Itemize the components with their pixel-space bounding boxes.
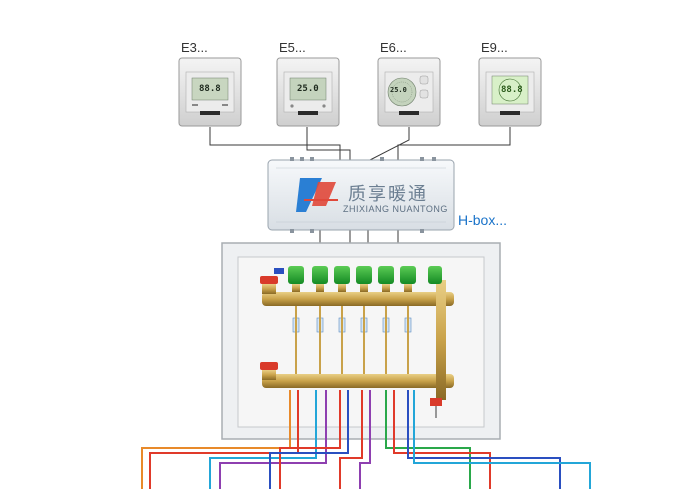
manifold-side-column (436, 280, 446, 400)
lcd-readout-e3: 88.8 (199, 84, 221, 94)
pipe-loop-9 (385, 390, 471, 489)
pipe-loop-5 (279, 390, 341, 489)
actuator-4 (356, 266, 372, 284)
brand-logo-icon (296, 178, 338, 212)
wire-e5 (306, 127, 351, 160)
pipe-loop-4 (219, 390, 327, 489)
actuator-2 (312, 266, 328, 284)
return-ball-valve (260, 362, 278, 380)
thermostat-label-e9: E9... (481, 40, 508, 55)
actuator-5 (378, 266, 394, 284)
actuator-3 (334, 266, 350, 284)
thermostat-label-e5: E5... (279, 40, 306, 55)
lcd-readout-e9: 88.8 (501, 85, 523, 95)
actuator-7 (428, 266, 442, 284)
pipe-loop-2 (149, 390, 299, 489)
control-wires (209, 127, 511, 245)
actuator-1 (288, 266, 304, 284)
wire-e6 (369, 127, 410, 161)
lcd-readout-e5: 25.0 (297, 84, 319, 94)
pipe-loop-8 (359, 390, 371, 489)
thermostat-label-e3: E3... (181, 40, 208, 55)
pipe-loop-10 (393, 390, 491, 489)
actuator-base-1 (292, 284, 300, 292)
wire-e9 (397, 127, 511, 160)
thermostat-e3 (178, 57, 242, 127)
wire-e3 (209, 127, 341, 160)
actuator-base-2 (316, 284, 324, 292)
pipe-loop-7 (339, 390, 363, 489)
actuator-row (288, 266, 442, 292)
drain-valve-icon (430, 398, 442, 418)
pipe-loop-11 (407, 390, 561, 489)
supply-ball-valve (260, 276, 278, 294)
actuator-6 (400, 266, 416, 284)
thermostat-e9 (478, 57, 542, 127)
hub-brand-english: ZHIXIANG NUANTONG (343, 204, 448, 214)
underfloor-pipe-loops (141, 390, 591, 489)
h-box-hub (267, 157, 455, 233)
actuator-base-4 (360, 284, 368, 292)
lcd-readout-e6: 25.0 (390, 86, 407, 94)
hub-label: H-box... (458, 212, 508, 228)
manifold-return-bar (262, 374, 454, 388)
thermostat-label-e6: E6... (380, 40, 407, 55)
pipe-loop-1 (141, 390, 291, 489)
actuator-base-5 (382, 284, 390, 292)
thermostat-e5 (276, 57, 340, 127)
pipe-loop-3 (209, 390, 317, 489)
actuator-base-3 (338, 284, 346, 292)
flow-meter-row (292, 306, 412, 374)
bypass-valve-icon (274, 268, 284, 274)
pipe-loop-6 (269, 390, 349, 489)
pipe-loop-12 (413, 390, 591, 489)
hub-brand-chinese: 质享暖通 (348, 184, 428, 205)
manifold-supply-bar (262, 292, 454, 306)
actuator-base-6 (404, 284, 412, 292)
thermostat-e6 (377, 57, 441, 127)
